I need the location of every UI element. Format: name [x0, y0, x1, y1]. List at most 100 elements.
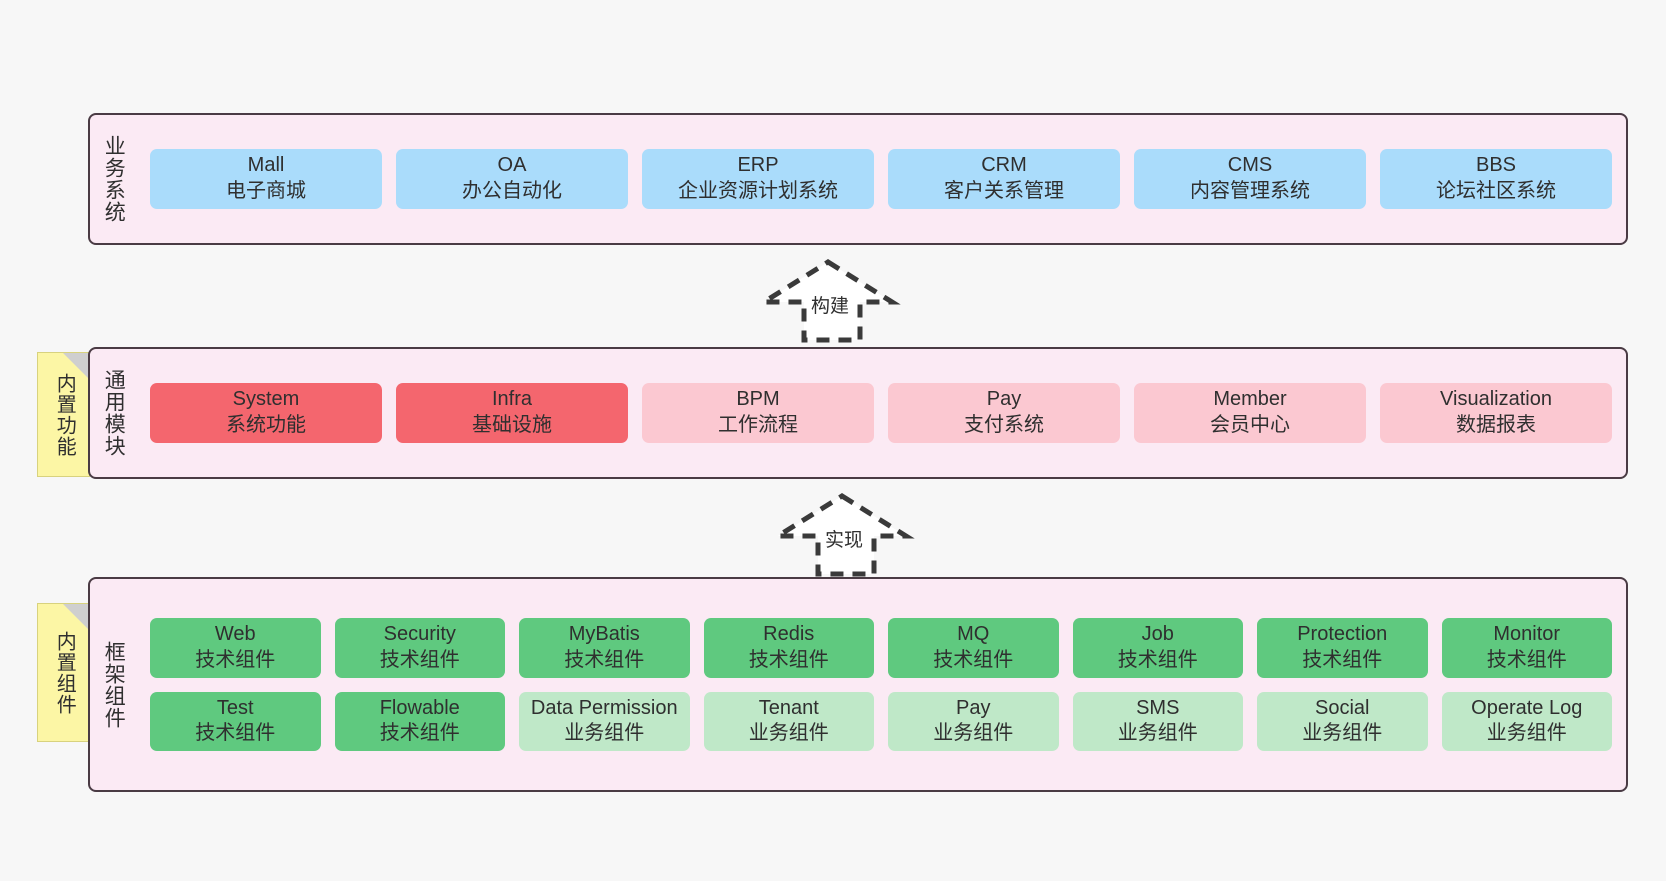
- node-bpm[interactable]: BPM 工作流程: [642, 383, 874, 443]
- node-subtitle: 技术组件: [564, 648, 645, 671]
- node-title: Mall: [247, 154, 285, 177]
- layer-common-module[interactable]: 通用模块 System 系统功能 Infra 基础设施 BPM 工作流程 Pay…: [88, 347, 1628, 479]
- node-title: Flowable: [379, 696, 460, 719]
- node-bbs[interactable]: BBS 论坛社区系统: [1380, 149, 1612, 209]
- node-subtitle: 业务组件: [1302, 722, 1383, 745]
- note-builtin-component[interactable]: 内置组件: [37, 603, 90, 742]
- node-title: Redis: [763, 623, 815, 646]
- connector-implement-label: 实现: [825, 530, 864, 551]
- layer-row: Test 技术组件 Flowable 技术组件 Data Permission …: [150, 691, 1612, 751]
- node-cms[interactable]: CMS 内容管理系统: [1134, 149, 1366, 209]
- node-security[interactable]: Security 技术组件: [334, 618, 505, 678]
- node-title: Web: [214, 623, 256, 646]
- node-tenant[interactable]: Tenant 业务组件: [703, 691, 874, 751]
- node-system[interactable]: System 系统功能: [150, 383, 382, 443]
- node-mall[interactable]: Mall 电子商城: [150, 149, 382, 209]
- node-title: Monitor: [1493, 623, 1561, 646]
- node-title: Pay: [986, 388, 1022, 411]
- node-subtitle: 技术组件: [1302, 648, 1383, 671]
- generalization-arrow-shape: [755, 259, 901, 343]
- node-subtitle: 论坛社区系统: [1436, 180, 1556, 202]
- node-subtitle: 会员中心: [1210, 414, 1290, 436]
- node-title: Test: [216, 696, 254, 719]
- node-title: Infra: [491, 388, 533, 411]
- connector-build-label: 构建: [811, 296, 850, 317]
- node-title: CRM: [981, 154, 1027, 177]
- node-title: Social: [1315, 696, 1370, 719]
- node-subtitle: 技术组件: [379, 648, 460, 671]
- node-sms[interactable]: SMS 业务组件: [1072, 691, 1243, 751]
- node-subtitle: 系统功能: [226, 414, 306, 436]
- node-title: OA: [497, 154, 527, 177]
- layer-row: Mall 电子商城 OA 办公自动化 ERP 企业资源计划系统 CRM 客户关系…: [150, 149, 1612, 209]
- node-title: MQ: [957, 623, 990, 646]
- node-title: System: [232, 388, 300, 411]
- node-operate-log[interactable]: Operate Log 业务组件: [1441, 691, 1612, 751]
- node-subtitle: 业务组件: [933, 722, 1014, 745]
- node-protection[interactable]: Protection 技术组件: [1257, 618, 1428, 678]
- node-subtitle: 工作流程: [718, 414, 798, 436]
- node-subtitle: 办公自动化: [462, 180, 562, 202]
- connector-implement-arrow: [769, 492, 915, 578]
- note-label: 内置组件: [53, 630, 76, 715]
- node-erp[interactable]: ERP 企业资源计划系统: [642, 149, 874, 209]
- layer-row: System 系统功能 Infra 基础设施 BPM 工作流程 Pay 支付系统…: [150, 383, 1612, 443]
- node-title: Pay: [956, 696, 991, 719]
- node-title: CMS: [1227, 154, 1273, 177]
- node-subtitle: 技术组件: [1486, 648, 1567, 671]
- node-subtitle: 业务组件: [1486, 722, 1567, 745]
- node-subtitle: 基础设施: [472, 414, 552, 436]
- node-web[interactable]: Web 技术组件: [150, 618, 321, 678]
- node-title: MyBatis: [568, 623, 640, 646]
- node-subtitle: 电子商城: [226, 180, 306, 202]
- node-pay-component[interactable]: Pay 业务组件: [888, 691, 1059, 751]
- generalization-arrow-shape: [769, 493, 915, 577]
- node-data-permission[interactable]: Data Permission 业务组件: [519, 691, 690, 751]
- node-title: BBS: [1475, 154, 1517, 177]
- node-test[interactable]: Test 技术组件: [150, 691, 321, 751]
- node-infra[interactable]: Infra 基础设施: [396, 383, 628, 443]
- node-subtitle: 技术组件: [195, 648, 276, 671]
- node-subtitle: 业务组件: [1117, 722, 1198, 745]
- node-subtitle: 数据报表: [1456, 414, 1536, 436]
- layer-framework-component[interactable]: 框架组件 Web 技术组件 Security 技术组件 MyBatis 技术组件…: [88, 577, 1628, 792]
- node-mq[interactable]: MQ 技术组件: [888, 618, 1059, 678]
- node-title: SMS: [1136, 696, 1180, 719]
- node-subtitle: 支付系统: [964, 414, 1044, 436]
- node-monitor[interactable]: Monitor 技术组件: [1441, 618, 1612, 678]
- node-subtitle: 客户关系管理: [944, 180, 1064, 202]
- node-title: Job: [1141, 623, 1174, 646]
- layer-row: Web 技术组件 Security 技术组件 MyBatis 技术组件 Redi…: [150, 618, 1612, 678]
- layer-body-framework-component: Web 技术组件 Security 技术组件 MyBatis 技术组件 Redi…: [136, 579, 1626, 790]
- layer-body-business-system: Mall 电子商城 OA 办公自动化 ERP 企业资源计划系统 CRM 客户关系…: [136, 115, 1626, 243]
- node-title: BPM: [736, 388, 780, 411]
- node-title: Data Permission: [530, 696, 678, 719]
- connector-build-arrow: [755, 258, 901, 344]
- node-flowable[interactable]: Flowable 技术组件: [334, 691, 505, 751]
- node-member[interactable]: Member 会员中心: [1134, 383, 1366, 443]
- node-subtitle: 技术组件: [748, 648, 829, 671]
- node-social[interactable]: Social 业务组件: [1257, 691, 1428, 751]
- node-title: ERP: [737, 154, 779, 177]
- node-title: Operate Log: [1471, 696, 1583, 719]
- node-title: Visualization: [1440, 388, 1552, 411]
- node-oa[interactable]: OA 办公自动化: [396, 149, 628, 209]
- note-builtin-function[interactable]: 内置功能: [37, 352, 90, 477]
- node-job[interactable]: Job 技术组件: [1072, 618, 1243, 678]
- node-redis[interactable]: Redis 技术组件: [703, 618, 874, 678]
- node-title: Protection: [1297, 623, 1388, 646]
- node-subtitle: 技术组件: [379, 722, 460, 745]
- node-mybatis[interactable]: MyBatis 技术组件: [519, 618, 690, 678]
- node-subtitle: 企业资源计划系统: [678, 180, 838, 202]
- node-visualization[interactable]: Visualization 数据报表: [1380, 383, 1612, 443]
- node-title: Security: [383, 623, 456, 646]
- layer-title-common-module: 通用模块: [102, 369, 126, 457]
- node-subtitle: 内容管理系统: [1190, 180, 1310, 202]
- layer-business-system[interactable]: 业务系统 Mall 电子商城 OA 办公自动化 ERP 企业资源计划系统 CRM…: [88, 113, 1628, 245]
- node-subtitle: 技术组件: [933, 648, 1014, 671]
- node-crm[interactable]: CRM 客户关系管理: [888, 149, 1120, 209]
- node-title: Tenant: [758, 696, 819, 719]
- node-pay-module[interactable]: Pay 支付系统: [888, 383, 1120, 443]
- node-subtitle: 技术组件: [1117, 648, 1198, 671]
